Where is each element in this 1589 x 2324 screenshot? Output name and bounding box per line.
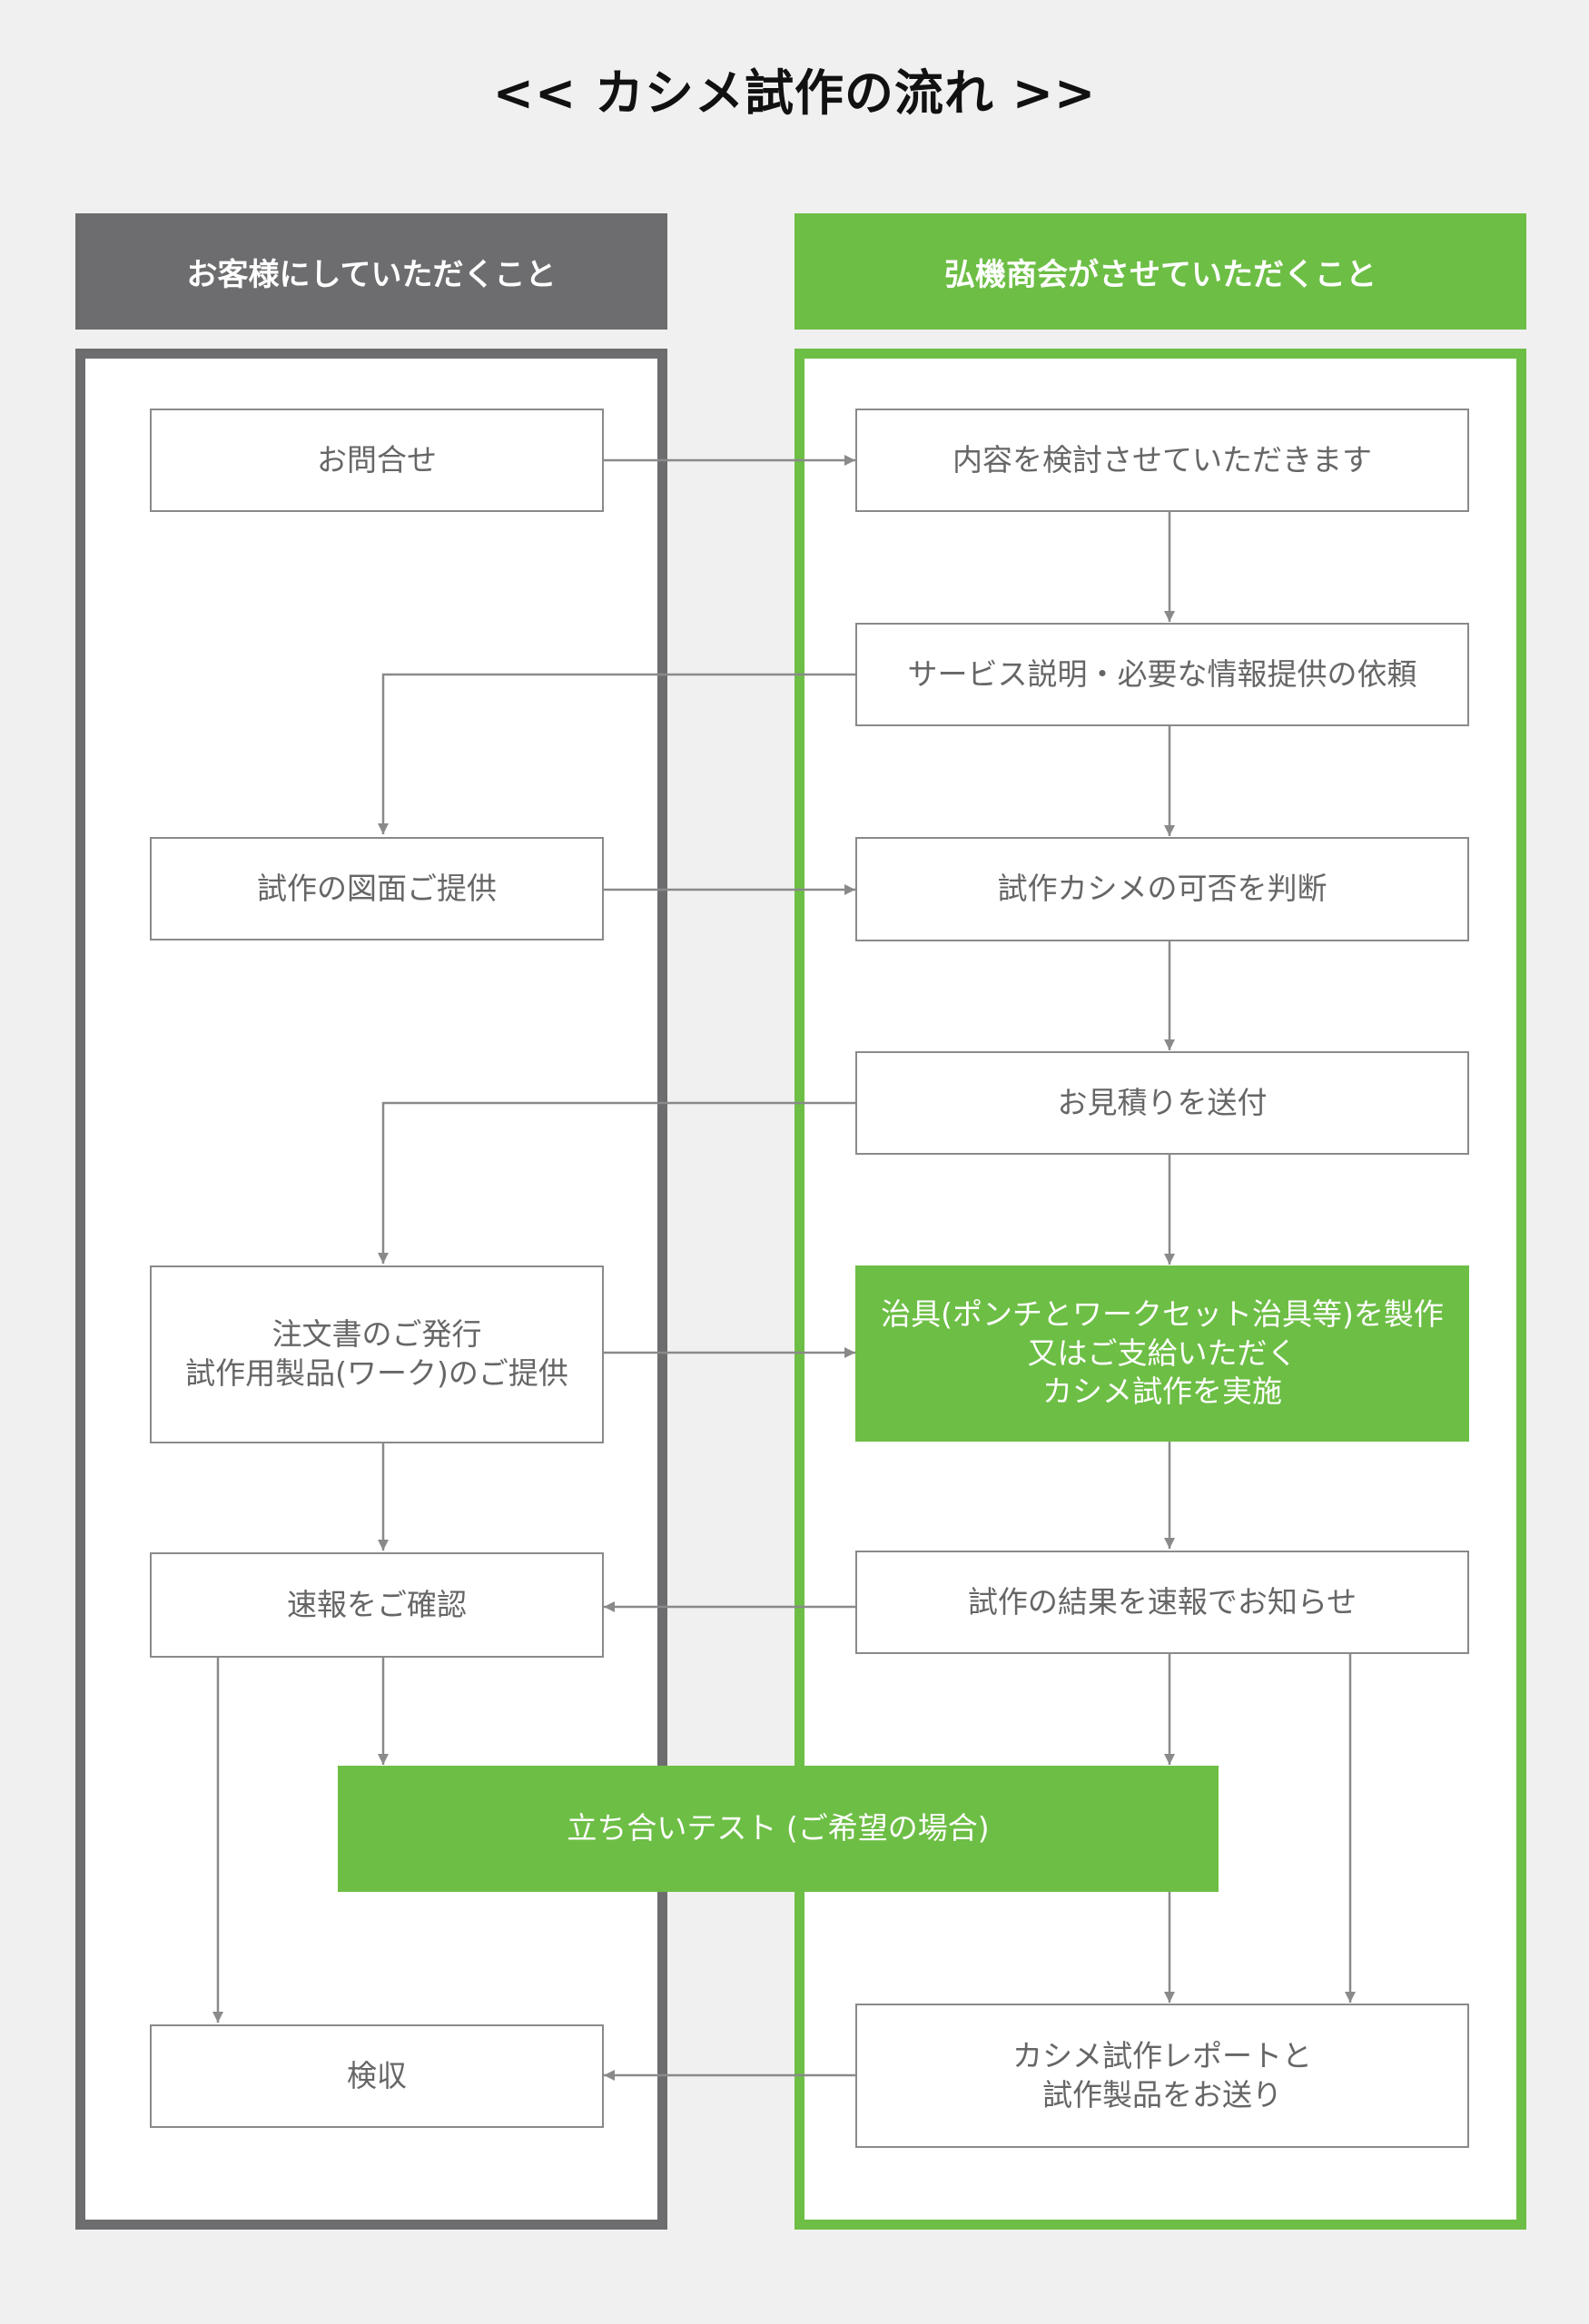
step-judge: 試作カシメの可否を判断 [855, 837, 1469, 941]
step-drawing-label: 試作の図面ご提供 [257, 870, 497, 906]
step-report-send-label: 試作の結果を速報でお知らせ [967, 1583, 1357, 1620]
arrow-explain-to-drawing [378, 673, 855, 834]
step-report-check-label: 速報をご確認 [287, 1586, 467, 1622]
step-deliver-label: カシメ試作レポートと 試作製品をお送り [1012, 2037, 1312, 2112]
step-quote-label: お見積りを送付 [1057, 1084, 1268, 1120]
step-order-label: 注文書のご発行 試作用製品(ワーク)のご提供 [185, 1316, 568, 1391]
step-judge-label: 試作カシメの可否を判断 [997, 871, 1327, 907]
customer-column-label: お客様にしていただくこと [186, 256, 557, 293]
step-acceptance-label: 検収 [347, 2057, 407, 2093]
step-order: 注文書のご発行 試作用製品(ワーク)のご提供 [150, 1265, 604, 1443]
step-witness-test-label: 立ち合いテスト (ご希望の場合) [567, 1810, 990, 1846]
step-deliver: カシメ試作レポートと 試作製品をお送り [855, 2004, 1469, 2148]
arrow-quote-to-order [378, 1101, 855, 1264]
step-quote: お見積りを送付 [855, 1051, 1469, 1155]
customer-column-header: お客様にしていただくこと [75, 213, 667, 330]
step-produce-label: 治具(ポンチとワークセット治具等)を製作 又はご支給いただく カシメ試作を実施 [881, 1295, 1444, 1410]
step-report-check: 速報をご確認 [150, 1552, 604, 1658]
company-column-header: 弘機商会がさせていただくこと [794, 213, 1526, 330]
step-review: 内容を検討させていただきます [855, 409, 1469, 512]
step-explain-label: サービス説明・必要な情報提供の依頼 [907, 655, 1417, 692]
step-produce: 治具(ポンチとワークセット治具等)を製作 又はご支給いただく カシメ試作を実施 [855, 1265, 1469, 1442]
step-drawing: 試作の図面ご提供 [150, 837, 604, 940]
step-acceptance: 検収 [150, 2024, 604, 2128]
step-explain: サービス説明・必要な情報提供の依頼 [855, 623, 1469, 726]
company-column-label: 弘機商会がさせていただくこと [944, 256, 1377, 293]
step-inquiry: お問合せ [150, 409, 604, 512]
step-review-label: 内容を検討させていただきます [952, 441, 1372, 478]
step-inquiry-label: お問合せ [317, 441, 437, 478]
step-witness-test: 立ち合いテスト (ご希望の場合) [338, 1766, 1219, 1892]
step-report-send: 試作の結果を速報でお知らせ [855, 1551, 1469, 1654]
diagram-title: << カシメ試作の流れ >> [492, 64, 1097, 122]
